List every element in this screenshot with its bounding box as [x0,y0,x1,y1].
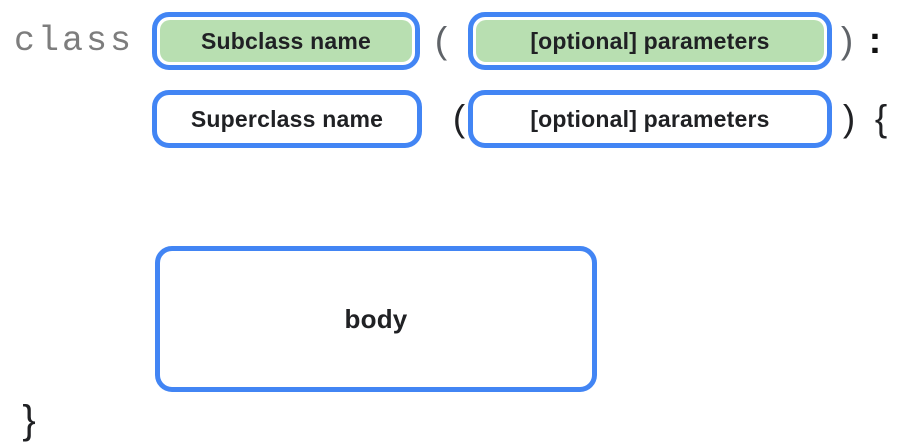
line1-optional-parameters-label: [optional] parameters [476,20,824,62]
line1-optional-parameters-box: [optional] parameters [468,12,832,70]
subclass-name-label: Subclass name [160,20,412,62]
class-keyword: class [13,21,135,61]
superclass-name-box: Superclass name [152,90,422,148]
body-box: body [155,246,597,392]
line2-close-paren: ) [842,98,856,139]
line2-optional-parameters-label: [optional] parameters [476,98,824,140]
close-brace-symbol: } [22,397,36,442]
line2-optional-parameters-box: [optional] parameters [468,90,832,148]
subclass-name-box: Subclass name [152,12,420,70]
open-brace-symbol: { [874,98,888,139]
line2-open-paren: ( [452,98,466,139]
body-label: body [163,254,589,384]
superclass-name-label: Superclass name [160,98,414,140]
line1-close-paren: ) [840,20,854,61]
colon-symbol: : [868,19,882,62]
line1-open-paren: ( [434,20,448,61]
